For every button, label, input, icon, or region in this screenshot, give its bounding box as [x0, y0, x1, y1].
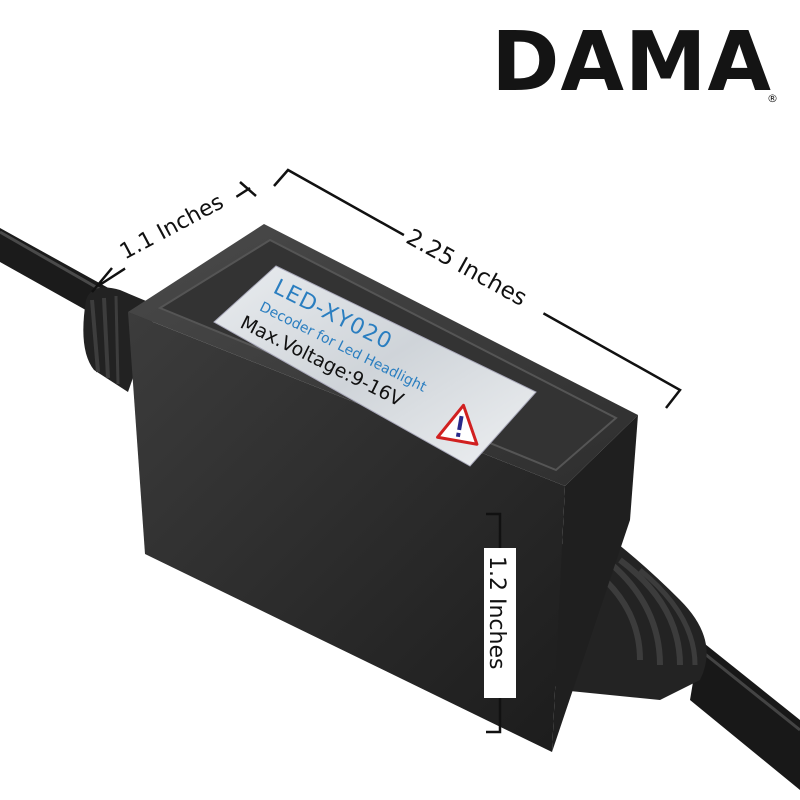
- brand-logo: DAMA: [491, 15, 772, 110]
- left-cable: [0, 228, 112, 318]
- warning-triangle-icon: [436, 403, 479, 446]
- right-cable: [690, 640, 800, 790]
- product-label: LED-XY020 Decoder for Led Headlight Max.…: [213, 265, 537, 467]
- dimension-height: 1.2 Inches: [484, 512, 516, 734]
- dimension-height-label: 1.2 Inches: [484, 556, 509, 669]
- decoder-housing: [128, 224, 638, 752]
- registered-mark: ®: [767, 92, 778, 105]
